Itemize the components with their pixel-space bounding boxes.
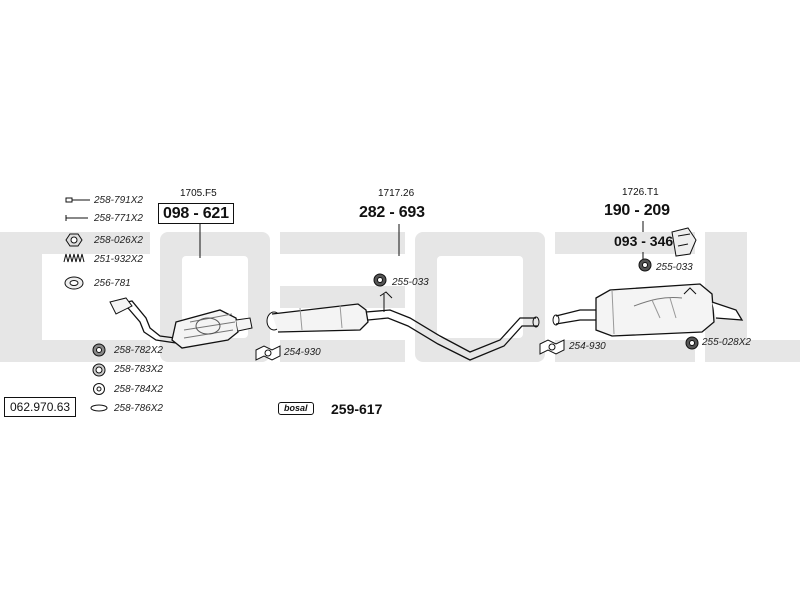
callout-rubber-rear-pair: 255-028X2: [702, 337, 751, 348]
rear-silencer: [552, 283, 744, 337]
rubber-mount-icon-pair: [685, 336, 699, 350]
oe-number-rear: 1726.T1: [622, 187, 659, 198]
oe-number-front: 1705.F5: [180, 188, 217, 199]
gasket-icon-small: [90, 404, 108, 412]
part-number-rear-bracket[interactable]: 093 - 346: [614, 233, 674, 249]
fitting-ref-pin: 258-771X2: [94, 213, 143, 224]
callout-rubber-middle: 255-033: [392, 277, 429, 288]
part-number-rear[interactable]: 190 - 209: [604, 202, 670, 219]
fitting-ref-clamp-a: 258-782X2: [114, 345, 163, 356]
fitting-ref-spring: 251-932X2: [94, 254, 143, 265]
part-number-front[interactable]: 098 - 621: [158, 203, 234, 224]
fitting-ref-washer: 258-784X2: [114, 384, 163, 395]
kit-number: 259-617: [331, 401, 383, 417]
oe-number-middle: 1717.26: [378, 188, 415, 199]
callout-gasket-rear: 254-930: [569, 341, 606, 352]
rubber-mount-icon-rear: [638, 258, 652, 272]
part-number-middle[interactable]: 282 - 693: [359, 204, 425, 221]
pin-icon: [65, 215, 88, 221]
fitting-ref-ring: 256-781: [94, 278, 131, 289]
washer-icon: [93, 383, 105, 395]
brand-logo: bosal: [278, 402, 314, 415]
fitting-ref-gasket-small: 258-786X2: [114, 403, 163, 414]
callout-rubber-rear: 255-033: [656, 262, 693, 273]
gasket-icon-rear: [539, 339, 565, 355]
fitting-ref-clamp-b: 258-783X2: [114, 364, 163, 375]
rubber-mount-icon-middle: [373, 273, 387, 287]
fitting-ref-nut: 258-026X2: [94, 235, 143, 246]
gasket-icon-front: [255, 345, 281, 361]
bracket-icon: [671, 227, 697, 257]
fitting-ref-bolt: 258-791X2: [94, 195, 143, 206]
clamp-icon-b: [92, 363, 106, 377]
spring-icon: [63, 253, 85, 263]
ring-gasket-icon: [64, 276, 84, 290]
clamp-icon-a: [92, 343, 106, 357]
callout-gasket-front: 254-930: [284, 347, 321, 358]
middle-silencer: [266, 291, 540, 361]
article-number: 062.970.63: [4, 397, 77, 417]
bolt-icon: [65, 197, 90, 203]
nut-icon: [65, 233, 83, 247]
front-pipe-catalyst: [109, 297, 253, 349]
